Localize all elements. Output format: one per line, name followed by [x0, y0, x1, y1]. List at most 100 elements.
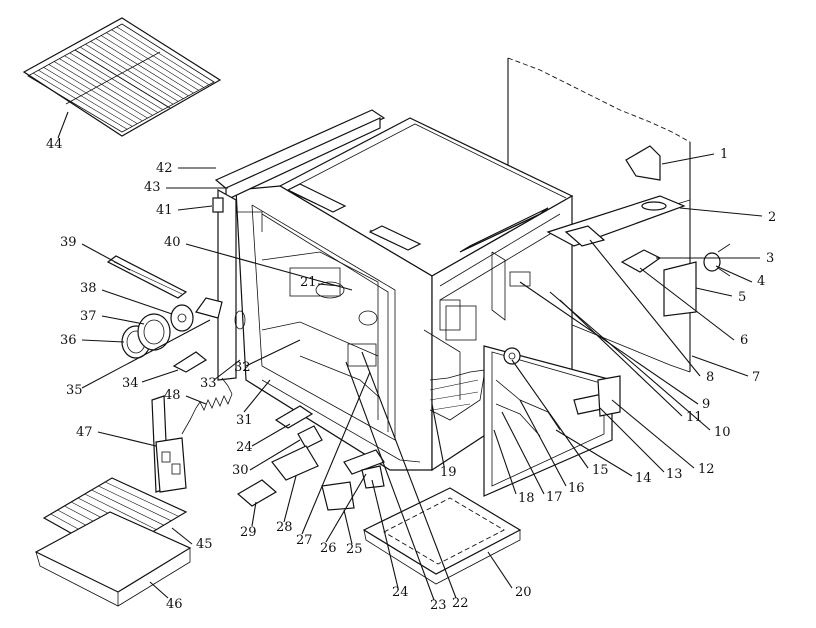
rack-wire [111, 29, 204, 88]
callout-13: 13 [666, 467, 683, 482]
heating-strip [106, 255, 188, 299]
rack-wire [38, 69, 133, 127]
callout-labels: 1234567891011121314151617181920212223242… [46, 137, 776, 613]
callout-9: 9 [702, 397, 710, 412]
callout-27: 27 [296, 533, 313, 548]
leader-line-46 [149, 581, 169, 599]
grid-bar [105, 481, 179, 517]
leader-line-13 [599, 407, 665, 473]
callout-32: 32 [234, 360, 251, 375]
callout-39: 39 [60, 235, 77, 250]
leader-line-32 [245, 339, 301, 367]
callout-29: 29 [240, 525, 257, 540]
door-spring [181, 377, 233, 435]
top-vent-strips [286, 183, 549, 253]
callout-10: 10 [714, 425, 731, 440]
leader-line-45 [171, 527, 193, 545]
callout-14: 14 [635, 471, 652, 486]
lamp-assembly [121, 297, 223, 373]
callout-11: 11 [686, 410, 703, 425]
callout-42: 42 [156, 161, 173, 176]
callout-23: 23 [430, 598, 447, 613]
leader-line-37 [101, 315, 145, 325]
leader-line-7 [691, 355, 749, 377]
leader-line-27 [301, 371, 371, 535]
rack-wire [90, 41, 184, 99]
leader-line-35 [81, 319, 211, 389]
leader-line-18 [493, 429, 517, 495]
leader-line-24a [251, 423, 291, 447]
rack-wire [69, 52, 164, 111]
leader-line-22 [361, 351, 457, 599]
callout-22: 22 [452, 596, 469, 611]
callout-43: 43 [144, 180, 161, 195]
callout-5: 5 [738, 290, 746, 305]
leader-line-28 [283, 475, 297, 523]
leader-line-16 [519, 399, 567, 487]
callout-48: 48 [164, 388, 181, 403]
callout-47: 47 [76, 425, 93, 440]
rack-wire [43, 67, 138, 124]
leader-line-41 [177, 205, 213, 211]
leader-line-25 [343, 509, 353, 545]
leader-line-6 [639, 267, 735, 341]
leader-line-47 [97, 431, 157, 447]
callout-45: 45 [196, 537, 213, 552]
callout-36: 36 [60, 333, 77, 348]
leader-line-29 [251, 501, 257, 527]
leader-line-40 [185, 243, 353, 291]
leader-line-10 [549, 291, 711, 431]
leader-line-38 [101, 289, 173, 315]
callout-1: 1 [720, 147, 728, 162]
leader-line-11 [559, 299, 683, 417]
leader-line-12 [611, 399, 695, 469]
leader-line-48 [185, 395, 207, 405]
callout-28: 28 [276, 520, 293, 535]
callout-31: 31 [236, 413, 253, 428]
leader-line-20 [487, 551, 513, 589]
leader-line-34 [141, 369, 179, 383]
callout-15: 15 [592, 463, 609, 478]
rack-wire [64, 55, 158, 113]
callout-6: 6 [740, 333, 748, 348]
leader-line-14 [555, 429, 633, 477]
callout-21: 21 [300, 275, 317, 290]
callout-18: 18 [518, 491, 535, 506]
rack-wire [116, 26, 210, 86]
callout-40: 40 [164, 235, 181, 250]
leader-line-24b [371, 479, 399, 589]
oven-rack [22, 17, 222, 137]
leader-line-31 [243, 379, 271, 413]
leader-line-4 [715, 265, 753, 283]
rack-wire [106, 32, 199, 91]
rack-wire [95, 38, 189, 97]
grid-bar [91, 489, 164, 526]
callout-44: 44 [46, 137, 63, 152]
leader-line-17 [501, 411, 545, 495]
callout-35: 35 [66, 383, 83, 398]
leader-line-33 [213, 359, 241, 381]
grid-bar [98, 485, 172, 522]
callout-41: 41 [156, 203, 173, 218]
callout-30: 30 [232, 463, 249, 478]
rack-wire [85, 43, 179, 102]
rack-wire [80, 46, 174, 105]
callout-46: 46 [166, 597, 183, 612]
lower-door-frame [483, 345, 613, 497]
rack-wire [53, 61, 148, 119]
callout-19: 19 [440, 465, 457, 480]
rack-wire [33, 72, 128, 130]
callout-8: 8 [706, 370, 714, 385]
oven-cavity [235, 117, 574, 472]
callout-38: 38 [80, 281, 97, 296]
callout-3: 3 [766, 251, 774, 266]
callout-26: 26 [320, 541, 337, 556]
leader-line-26 [325, 473, 367, 543]
leader-line-36 [81, 339, 125, 343]
callout-4: 4 [757, 274, 765, 289]
small-brackets [236, 405, 385, 511]
rack-wire [100, 35, 194, 94]
broil-pan [34, 511, 192, 607]
callout-33: 33 [200, 376, 217, 391]
